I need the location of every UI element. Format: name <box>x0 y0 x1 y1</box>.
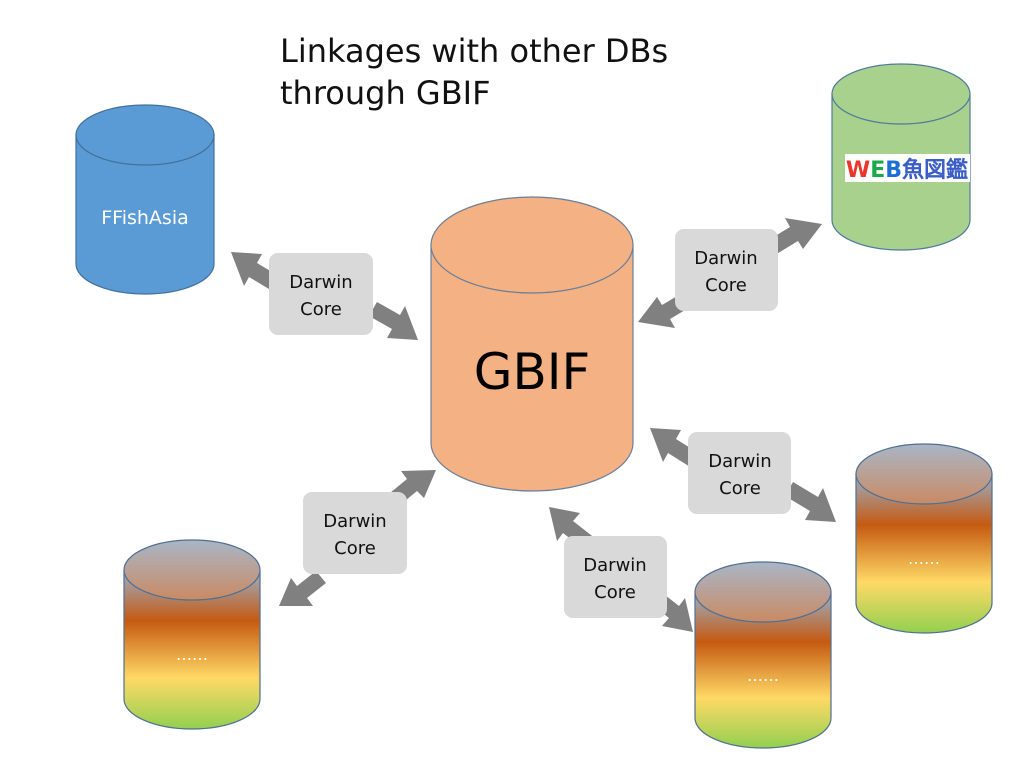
gbif-database: GBIF <box>430 196 634 492</box>
darwin-core-line2: Core <box>705 275 747 296</box>
darwin-core-line1: Darwin <box>323 511 386 532</box>
title-line-2: through GBIF <box>280 74 491 112</box>
darwin-core-line2: Core <box>300 299 342 320</box>
title-line-1: Linkages with other DBs <box>280 32 669 70</box>
slide-title: Linkages with other DBs through GBIF <box>280 30 668 114</box>
darwin-core-box-ffishasia: Darwin Core <box>269 253 373 335</box>
webzukan-logo-char: 鑑 <box>946 157 968 183</box>
darwin-core-line1: Darwin <box>708 451 771 472</box>
webzukan-logo-background <box>845 154 970 182</box>
webzukan-logo-char: 魚 <box>902 157 924 183</box>
darwin-core-box-other3: Darwin Core <box>688 432 791 514</box>
webzukan-database: WEB魚図鑑 <box>831 63 971 251</box>
webzukan-logo-char: B <box>885 158 902 183</box>
webzukan-logo: WEB魚図鑑 <box>846 157 968 183</box>
darwin-core-line1: Darwin <box>289 272 352 293</box>
webzukan-logo-char: W <box>846 158 870 183</box>
ffishasia-database: FFishAsia <box>75 104 215 295</box>
other-database-3-label: …… <box>908 549 940 568</box>
darwin-core-line1: Darwin <box>694 248 757 269</box>
other-database-2-label: …… <box>747 666 779 685</box>
darwin-core-line1: Darwin <box>583 555 646 576</box>
gbif-label: GBIF <box>474 343 591 401</box>
other-database-1: …… <box>123 539 261 730</box>
darwin-core-line2: Core <box>594 582 636 603</box>
webzukan-logo-char: 図 <box>924 158 946 183</box>
webzukan-logo-char: E <box>870 158 885 183</box>
ffishasia-label: FFishAsia <box>101 207 189 229</box>
darwin-core-line2: Core <box>334 538 376 559</box>
other-database-3: …… <box>855 443 993 634</box>
darwin-core-line2: Core <box>719 478 761 499</box>
darwin-core-box-other1: Darwin Core <box>303 492 407 574</box>
darwin-core-box-webzukan: Darwin Core <box>675 229 778 311</box>
other-database-1-label: …… <box>176 645 208 664</box>
darwin-core-box-other2: Darwin Core <box>564 536 667 618</box>
other-database-2: …… <box>694 561 832 749</box>
